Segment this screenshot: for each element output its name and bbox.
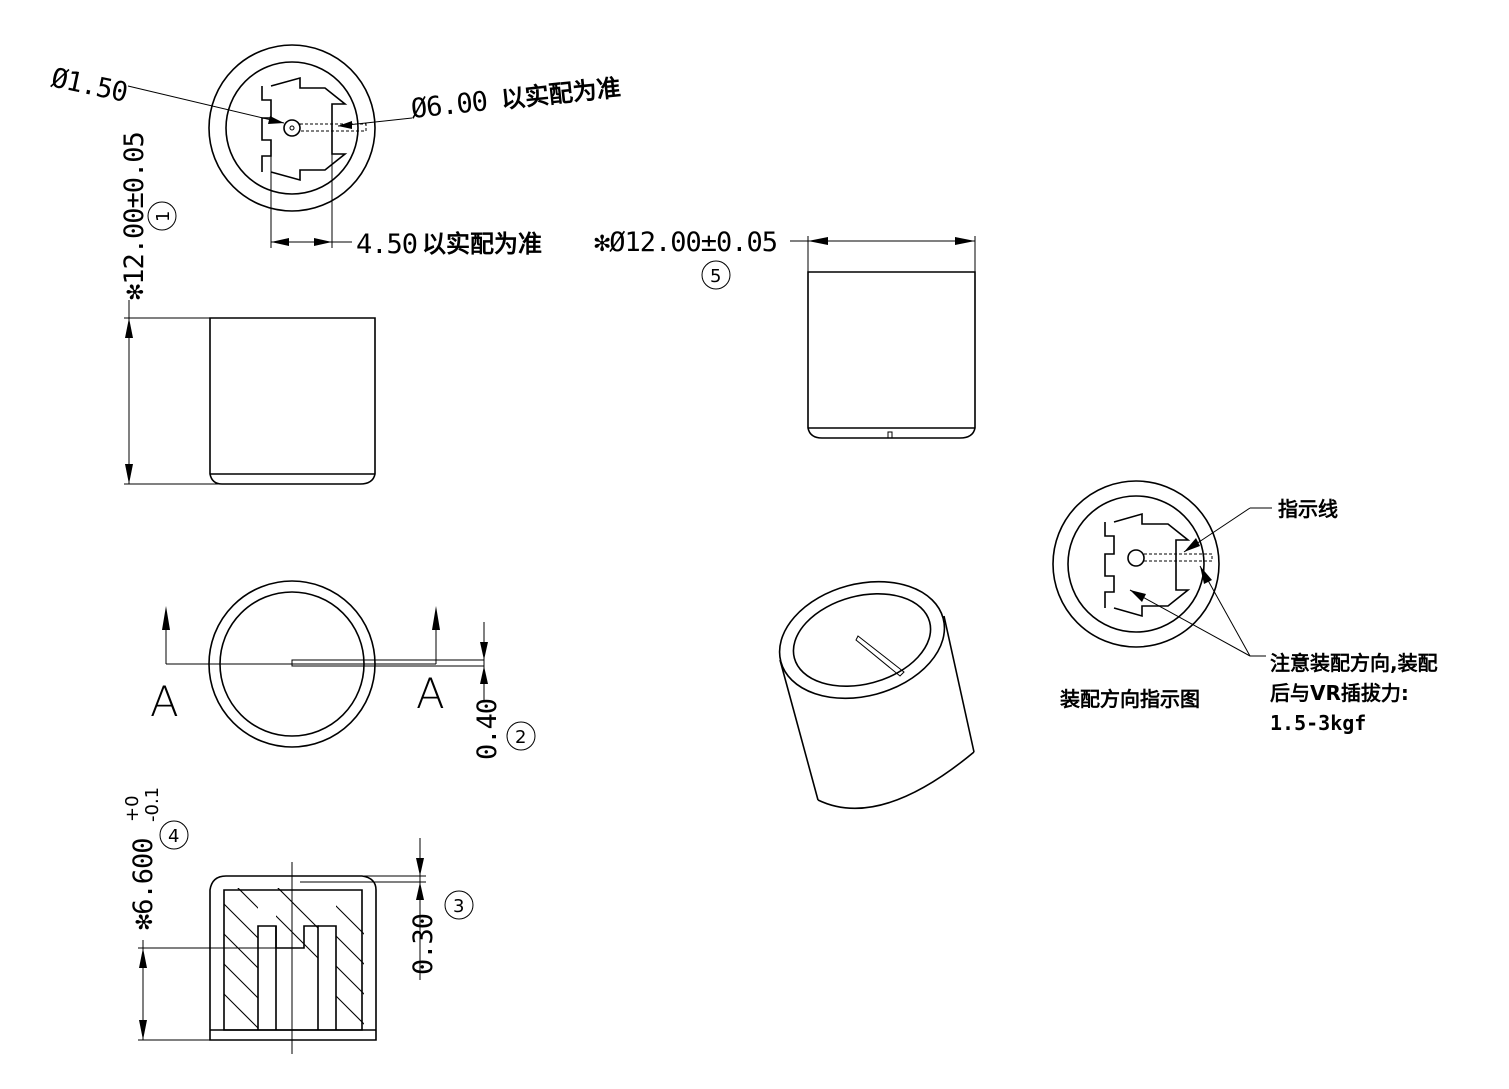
gap-dim-label: 0.30 [408, 914, 439, 975]
note-line-2: 后与VR插拔力: [1270, 681, 1409, 705]
balloon-3: 3 [444, 890, 474, 920]
flat-note: 以实配为准 [422, 230, 542, 258]
isometric-view [778, 580, 975, 810]
inner-height-tol-lower: -0.1 [142, 787, 163, 822]
orientation-caption: 装配方向指示图 [1059, 687, 1200, 711]
height-dim-label: ✻12.00±0.05 [119, 132, 150, 300]
section-mark-right: A [416, 669, 445, 718]
svg-text:3: 3 [453, 896, 464, 917]
balloon-5: 5 [701, 260, 731, 290]
svg-text:1: 1 [153, 211, 174, 222]
note-line-1: 注意装配方向,装配 [1270, 651, 1438, 675]
svg-text:2: 2 [515, 727, 526, 748]
outer-dia-label: ✻Ø12.00±0.05 [594, 227, 777, 258]
hole-dia-label: Ø1.50 [49, 63, 130, 109]
inner-height-tol-upper: +0 [122, 795, 143, 822]
side-view-left [124, 300, 376, 485]
flat-width-label: 4.50 [356, 229, 417, 260]
top-view [127, 44, 413, 248]
balloon-2: 2 [506, 721, 536, 751]
side-view-right [790, 236, 976, 439]
section-plane-view [162, 580, 488, 748]
shaft-note: 以实配为准 [500, 74, 622, 114]
indicator-label: 指示线 [1278, 497, 1338, 521]
inner-height-label: ✻6.600 [128, 838, 159, 930]
svg-text:5: 5 [710, 266, 721, 287]
balloon-4: 4 [159, 820, 189, 850]
shaft-dia-label: Ø6.00 [409, 86, 488, 125]
balloon-1: 1 [147, 201, 177, 231]
svg-text:4: 4 [168, 826, 179, 847]
note-line-3: 1.5-3kgf [1270, 711, 1366, 735]
groove-dim-label: 0.40 [472, 699, 503, 760]
section-view [138, 838, 426, 1054]
orientation-diagram [1052, 480, 1272, 657]
section-mark-left: A [150, 677, 179, 726]
